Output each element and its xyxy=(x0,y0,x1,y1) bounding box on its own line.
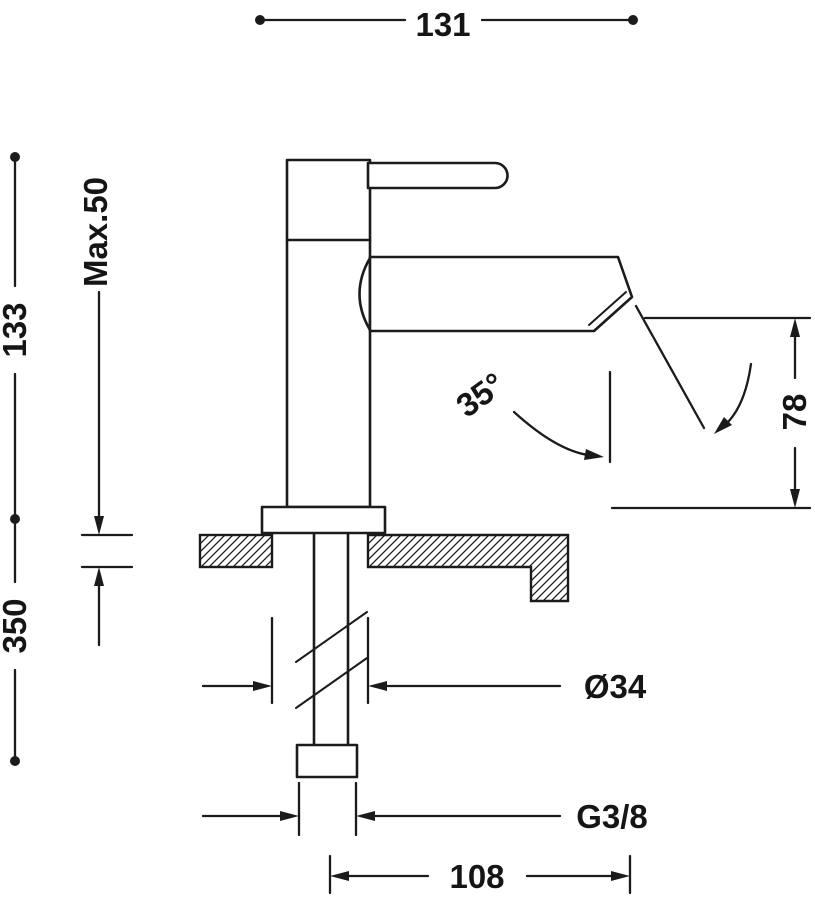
faucet-body xyxy=(285,158,372,509)
dim-label-hole-diameter: Ø34 xyxy=(584,668,647,705)
dim-max-counter-thickness: Max.50 xyxy=(77,177,134,647)
angle-direction-line xyxy=(634,304,706,430)
dim-spout-reach: 108 xyxy=(328,854,632,895)
supply-pipe xyxy=(295,531,368,779)
arrowhead-down xyxy=(790,489,800,508)
spout xyxy=(368,255,634,333)
spout-root-curve xyxy=(358,256,372,332)
aerator-line xyxy=(588,291,627,326)
arrowhead-down xyxy=(94,516,104,535)
arrowhead-right xyxy=(611,871,630,881)
dim-label-inlet-thread: G3/8 xyxy=(576,798,648,835)
base-flange xyxy=(260,505,387,535)
angle-arc-right xyxy=(724,362,753,426)
dim-label-spout-angle: 35° xyxy=(449,365,511,424)
arrowhead-left xyxy=(330,871,349,881)
arrowhead-up xyxy=(94,567,104,586)
mounting-nut xyxy=(295,743,359,779)
counter-right-segment xyxy=(366,533,570,603)
lever-handle xyxy=(366,161,509,190)
arrowhead-left xyxy=(368,681,387,691)
arrowhead-right xyxy=(584,449,604,460)
faucet-figure xyxy=(260,158,634,535)
dim-label-height-above-counter: 133 xyxy=(0,302,33,357)
dim-label-below-counter-length: 350 xyxy=(0,598,33,653)
dim-height-above-counter: 133 xyxy=(0,152,33,524)
angle-arc-left xyxy=(512,410,590,457)
dim-label-spout-outlet-height: 78 xyxy=(776,394,813,431)
counter-left-segment xyxy=(198,533,274,569)
dim-label-overall-width: 131 xyxy=(415,6,470,43)
dim-inlet-thread: G3/8 xyxy=(201,781,648,837)
dim-label-spout-reach: 108 xyxy=(449,858,504,895)
dim-hole-diameter: Ø34 xyxy=(201,616,647,705)
dim-label-max-counter-thickness: Max.50 xyxy=(77,177,114,287)
arrowhead-down-left xyxy=(714,417,732,434)
thread-mark xyxy=(295,657,368,709)
dim-below-counter-length: 350 xyxy=(0,517,33,766)
arrowhead-left xyxy=(356,811,375,821)
dim-spout-outlet-height: 78 xyxy=(610,316,813,510)
thread-mark xyxy=(295,611,368,663)
counter-section xyxy=(198,533,570,603)
arrowhead-right xyxy=(253,681,272,691)
arrowhead-right xyxy=(280,811,299,821)
dim-overall-width: 131 xyxy=(255,6,638,43)
arrowhead-up xyxy=(790,318,800,337)
